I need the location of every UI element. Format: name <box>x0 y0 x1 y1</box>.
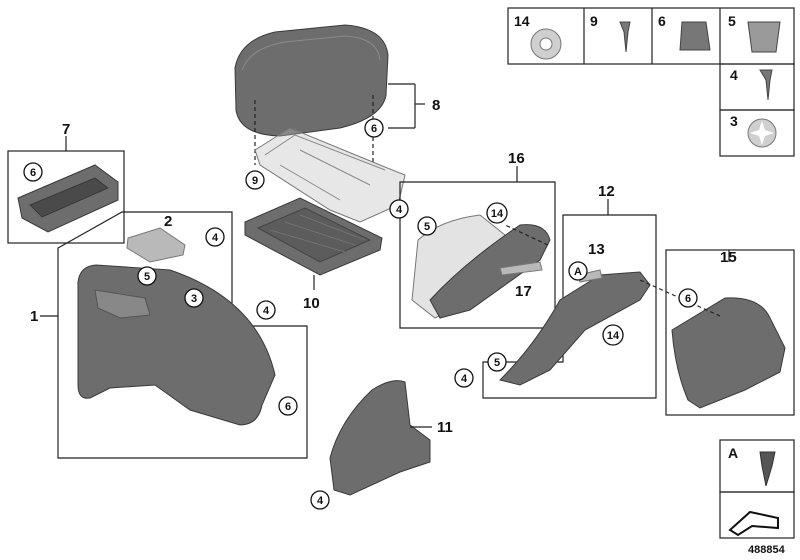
diagram-id: 488854 <box>748 544 786 556</box>
legend-9: 9 <box>590 13 598 29</box>
legend-3: 3 <box>730 113 738 129</box>
callout-7: 7 <box>62 121 70 138</box>
svg-text:6: 6 <box>685 293 691 305</box>
circle-callout-4: 4 <box>310 490 330 510</box>
callout-13: 13 <box>588 241 605 258</box>
svg-text:4: 4 <box>396 204 403 216</box>
callout-16: 16 <box>508 150 525 167</box>
callout-2: 2 <box>164 213 172 230</box>
callout-10: 10 <box>303 295 320 312</box>
screw-icon <box>759 69 773 101</box>
legend-6: 6 <box>658 13 666 29</box>
circle-callout-6: 6 <box>23 162 43 182</box>
svg-text:5: 5 <box>494 357 500 369</box>
expanding-rivet-icon <box>759 451 776 487</box>
svg-text:9: 9 <box>252 175 258 187</box>
circle-callout-4: 4 <box>256 300 276 320</box>
svg-text:5: 5 <box>144 271 150 283</box>
callout-12: 12 <box>598 183 615 200</box>
rear-cover-part <box>671 297 786 409</box>
svg-text:3: 3 <box>191 293 197 305</box>
symbol-icon <box>728 510 779 537</box>
legend-grid <box>507 7 795 157</box>
circle-callout-6: 6 <box>678 288 698 308</box>
callout-8: 8 <box>432 97 440 114</box>
legend-A: A <box>728 445 738 461</box>
svg-text:6: 6 <box>30 167 36 179</box>
cupholder-part <box>411 214 551 319</box>
svg-text:4: 4 <box>461 373 468 385</box>
part-16-box <box>399 181 556 329</box>
circle-callout-6: 6 <box>278 396 298 416</box>
svg-text:14: 14 <box>491 208 504 220</box>
end-cover-part <box>329 380 431 496</box>
svg-text:4: 4 <box>263 305 270 317</box>
svg-text:6: 6 <box>285 401 291 413</box>
circle-callout-4: 4 <box>205 227 225 247</box>
legend-5: 5 <box>728 13 736 29</box>
circle-callout-3: 3 <box>184 288 204 308</box>
part-15-box <box>665 249 795 416</box>
circle-callout-5: 5 <box>487 352 507 372</box>
svg-text:14: 14 <box>607 330 620 342</box>
screw-icon <box>619 21 631 53</box>
svg-text:6: 6 <box>371 123 377 135</box>
callout-15: 15 <box>720 249 737 266</box>
legend-14: 14 <box>514 13 530 29</box>
spring-nut-icon <box>747 21 781 53</box>
legend-4: 4 <box>730 67 738 83</box>
circle-callout-5: 5 <box>417 216 437 236</box>
callout-11: 11 <box>437 419 453 436</box>
svg-text:A: A <box>574 266 582 278</box>
part-12-box <box>482 214 657 399</box>
circle-callout-9: 9 <box>245 170 265 190</box>
svg-text:4: 4 <box>212 232 219 244</box>
tray-part <box>244 197 383 276</box>
circle-callout-6: 6 <box>364 118 384 138</box>
svg-text:4: 4 <box>317 495 324 507</box>
console-liner-part <box>499 269 651 386</box>
svg-text:5: 5 <box>424 221 430 233</box>
bracket-part <box>126 227 186 263</box>
legend-bottom <box>719 439 795 539</box>
circle-callout-4: 4 <box>389 199 409 219</box>
armrest-cushion-part <box>234 24 389 137</box>
circle-callout-A: A <box>568 261 588 281</box>
circle-callout-5: 5 <box>137 266 157 286</box>
callout-17: 17 <box>515 283 532 300</box>
clip-icon <box>679 21 711 51</box>
circle-callout-14: 14 <box>486 202 508 224</box>
part-1-box <box>57 211 308 459</box>
callout-1: 1 <box>30 308 38 325</box>
storage-tray-part <box>17 164 119 233</box>
circle-callout-14: 14 <box>602 324 624 346</box>
side-panel-part <box>77 264 276 426</box>
circle-callout-4: 4 <box>454 368 474 388</box>
